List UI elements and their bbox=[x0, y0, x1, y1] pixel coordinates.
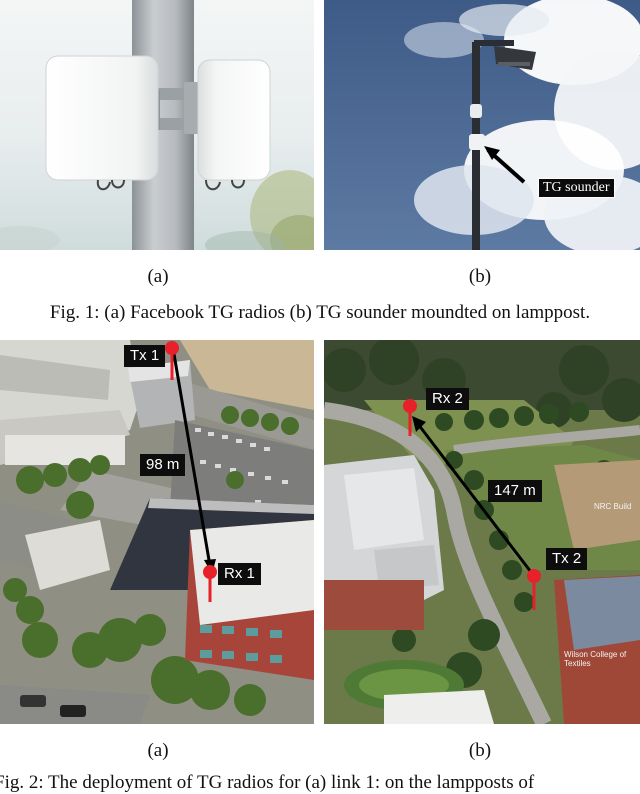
link2-line bbox=[416, 423, 536, 577]
fig2b-sublabel: (b) bbox=[468, 740, 492, 761]
link1-line bbox=[172, 353, 212, 567]
rx2-label: Rx 2 bbox=[426, 388, 469, 410]
fig1b-photo: TG sounder bbox=[324, 0, 640, 250]
tx2-label: Tx 2 bbox=[546, 548, 588, 570]
tg-radios-illustration bbox=[0, 0, 314, 250]
tx2-marker bbox=[527, 569, 541, 610]
rx2-marker bbox=[403, 399, 417, 436]
fig2-caption: Fig. 2: The deployment of TG radios for … bbox=[0, 772, 535, 793]
fig2b-aerial-map: Rx 2 147 m Tx 2 NRC Build Wilson College… bbox=[324, 340, 640, 724]
distance-label-link1: 98 m bbox=[140, 454, 186, 476]
tx1-label: Tx 1 bbox=[124, 345, 166, 367]
aerial-campus-link2 bbox=[324, 340, 640, 724]
tg-sounder-label: TG sounder bbox=[538, 178, 615, 198]
aerial-campus-link1 bbox=[0, 340, 314, 724]
building-sign-text: Wilson College of Textiles bbox=[564, 650, 627, 668]
fig2a-aerial-map: Tx 1 98 m Rx 1 bbox=[0, 340, 314, 724]
fig1-caption: Fig. 1: (a) Facebook TG radios (b) TG so… bbox=[49, 302, 591, 323]
lamppost-sky-illustration bbox=[324, 0, 640, 250]
tx1-marker bbox=[165, 341, 179, 380]
fig1a-photo bbox=[0, 0, 314, 250]
fig2a-sublabel: (a) bbox=[147, 740, 169, 761]
rx1-label: Rx 1 bbox=[218, 563, 261, 585]
fig1b-sublabel: (b) bbox=[468, 266, 492, 287]
distance-label-link2: 147 m bbox=[488, 480, 542, 502]
fig1a-sublabel: (a) bbox=[147, 266, 169, 287]
building-side-text: NRC Build bbox=[594, 502, 632, 511]
rx1-marker bbox=[203, 565, 217, 602]
